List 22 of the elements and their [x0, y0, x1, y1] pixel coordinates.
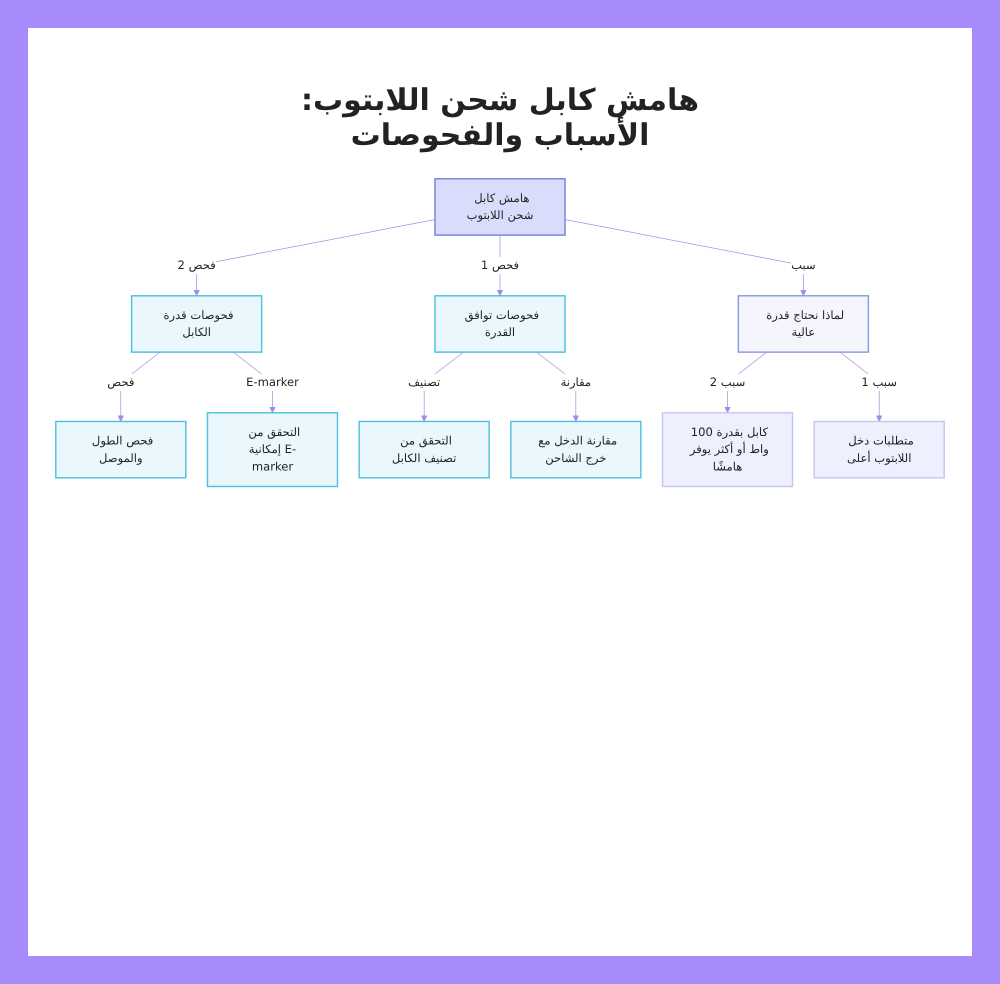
arrow: [193, 219, 436, 296]
node-box: كابل بقدرة 100 واط أو أكثر يوفر هامشًا: [662, 412, 794, 488]
edge-label: سبب: [791, 258, 816, 272]
edge-label: فحص: [107, 375, 134, 389]
edge-label: سبب 2: [710, 375, 746, 389]
node-box: التحقق من تصنيف الكابل: [358, 420, 490, 479]
arrow: [564, 219, 807, 296]
node-box: فحوصات توافق القدرة: [434, 295, 566, 353]
edge-label: فحص 1: [480, 258, 520, 272]
edge-label: سبب 1: [861, 375, 897, 389]
node-box: لماذا نحتاج قدرة عالية: [738, 295, 870, 353]
node-box: مقارنة الدخل مع خرج الشاحن: [510, 420, 642, 479]
node-box: هامش كابل شحن اللابتوب: [434, 178, 566, 236]
diagram-title: هامش كابل شحن اللابتوب: الأسباب والفحوصات: [300, 83, 700, 153]
node-box: متطلبات دخل اللابتوب أعلى: [813, 420, 945, 479]
node-box: فحوصات قدرة الكابل: [130, 295, 262, 353]
node-box: فحص الطول والموصل: [55, 420, 187, 479]
node-box: التحقق من إمكانية E-marker: [206, 412, 338, 488]
edge-label: مقارنة: [560, 375, 592, 389]
edge-label: فحص 2: [178, 258, 216, 272]
edge-label: تصنيف: [408, 375, 440, 389]
edge-label: E-marker: [246, 375, 299, 389]
